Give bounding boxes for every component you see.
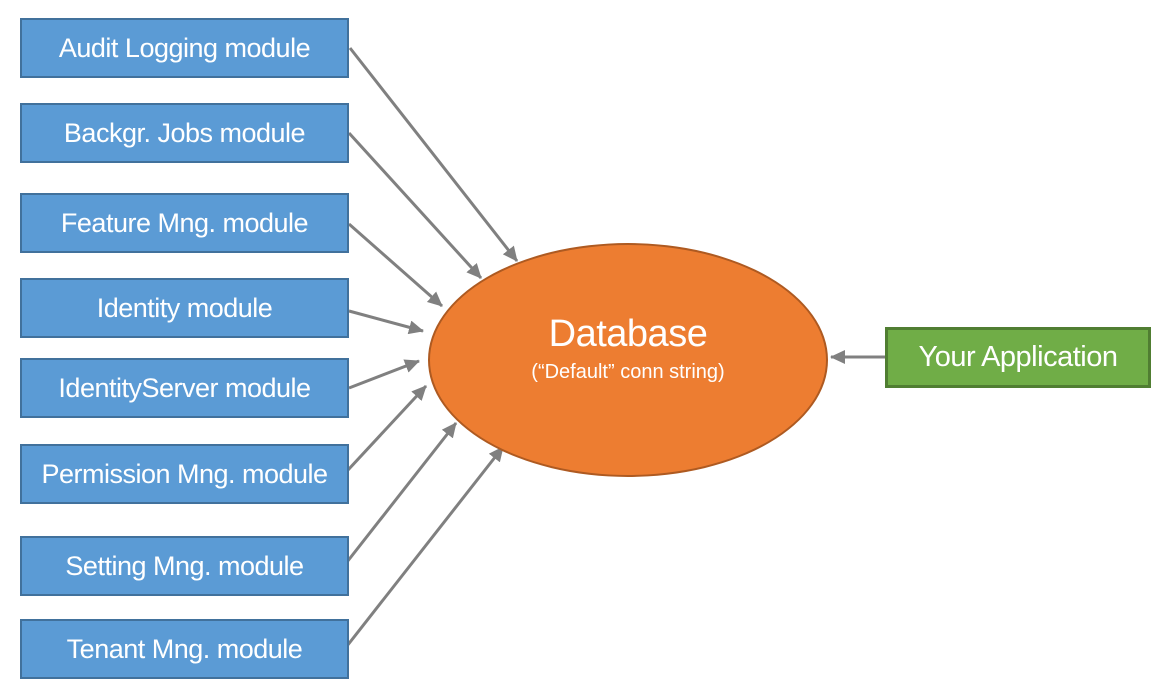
- node-identity-server-module: IdentityServer module: [20, 358, 349, 418]
- node-feature-management-module: Feature Mng. module: [20, 193, 349, 253]
- module-label: Backgr. Jobs module: [63, 117, 306, 148]
- module-label: Audit Logging module: [58, 32, 311, 63]
- arrow-setting-management-to-database: [345, 422, 458, 563]
- database-subtitle: (“Default” conn string): [531, 361, 725, 383]
- arrow-audit-logging-to-database: [348, 47, 519, 262]
- arrow-background-jobs-to-database: [347, 131, 483, 280]
- node-audit-logging-module: Audit Logging module: [20, 18, 349, 78]
- module-label: Feature Mng. module: [60, 207, 309, 238]
- node-tenant-management-module: Tenant Mng. module: [20, 619, 349, 679]
- node-permission-management-module: Permission Mng. module: [20, 444, 349, 504]
- module-label: IdentityServer module: [58, 372, 311, 403]
- node-setting-management-module: Setting Mng. module: [20, 536, 349, 596]
- node-background-jobs-module: Backgr. Jobs module: [20, 103, 349, 163]
- application-label: Your Application: [918, 341, 1118, 373]
- node-identity-module: Identity module: [20, 278, 349, 338]
- module-label: Permission Mng. module: [41, 458, 328, 489]
- arrow-tenant-management-to-database: [345, 446, 505, 647]
- module-label: Setting Mng. module: [65, 550, 304, 581]
- module-label: Tenant Mng. module: [66, 633, 303, 664]
- node-database: Database (“Default” conn string): [428, 243, 828, 477]
- database-title: Database: [548, 313, 708, 355]
- arrow-permission-management-to-database: [346, 384, 428, 472]
- arrow-identity-server-to-database: [348, 359, 420, 390]
- node-your-application: Your Application: [885, 327, 1151, 388]
- arrow-identity-to-database: [348, 309, 424, 335]
- module-label: Identity module: [96, 292, 273, 323]
- arrow-feature-management-to-database: [348, 222, 443, 308]
